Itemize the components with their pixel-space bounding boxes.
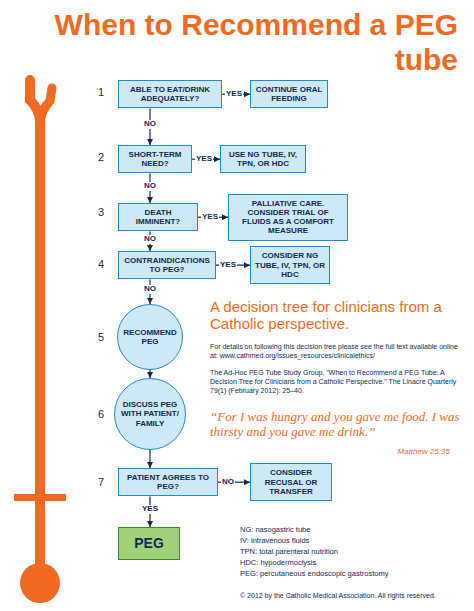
step-number: 2 — [98, 151, 104, 164]
flow-arrow — [149, 370, 150, 378]
note-text: IV: intravenous fluids — [240, 536, 465, 545]
edge-label: YES — [219, 261, 237, 270]
note-text: TPN: total parenteral nutrition — [240, 547, 465, 556]
decision-box: PATIENT AGREES TO PEG? — [118, 468, 218, 496]
node-text: CONSIDER NG TUBE, IV, TPN, OR HDC — [254, 251, 326, 279]
node-text: CONTRAINDICATIONS TO PEG? — [122, 256, 212, 274]
outcome-box: CONTINUE ORAL FEEDING — [250, 80, 328, 108]
note-text: © 2012 by the Catholic Medical Associati… — [240, 592, 470, 600]
node-text: CONTINUE ORAL FEEDING — [254, 85, 324, 103]
edge-label: NO — [143, 120, 157, 129]
decision-box: CONTRAINDICATIONS TO PEG? — [118, 251, 216, 279]
node-text: SHORT-TERM NEED? — [122, 150, 188, 168]
flow-arrow — [149, 450, 150, 468]
node-text: ABLE TO EAT/DRINK ADEQUATELY? — [122, 85, 218, 103]
edge-label: YES — [201, 213, 219, 222]
node-text: PATIENT AGREES TO PEG? — [122, 473, 214, 491]
edge-label: NO — [143, 182, 157, 191]
edge-label: NO — [143, 285, 157, 294]
note-text: A decision tree for clinicians from a Ca… — [210, 298, 460, 333]
outcome-box: PALLIATIVE CARE. CONSIDER TRIAL OF FLUID… — [228, 194, 348, 241]
outcome-box: CONSIDER NG TUBE, IV, TPN, OR HDC — [250, 246, 330, 284]
step-number: 5 — [98, 331, 104, 344]
tube-shaft — [35, 120, 45, 580]
step-number: 4 — [98, 258, 104, 271]
step-number: 6 — [98, 408, 104, 421]
step-number: 3 — [98, 206, 104, 219]
decision-box: DEATH IMMINENT? — [118, 203, 198, 231]
step-number: 1 — [98, 86, 104, 99]
edge-label: YES — [141, 505, 159, 514]
result-box: PEG — [118, 527, 180, 560]
edge-label: NO — [221, 478, 235, 487]
node-text: CONSIDER RECUSAL OR TRANSFER — [254, 468, 328, 496]
note-text: HDC: hypodermoclysis — [240, 558, 465, 567]
node-text: DISCUSS PEG WITH PATIENT/ FAMILY — [121, 400, 179, 428]
edge-label: YES — [225, 90, 243, 99]
decision-box: SHORT-TERM NEED? — [118, 145, 192, 173]
node-text: PALLIATIVE CARE. CONSIDER TRIAL OF FLUID… — [232, 199, 344, 236]
note-text: “For I was hungry and you gave me food. … — [210, 410, 465, 440]
node-text: RECOMMEND PEG — [123, 328, 176, 346]
outcome-box: CONSIDER RECUSAL OR TRANSFER — [250, 463, 332, 501]
step-circle: DISCUSS PEG WITH PATIENT/ FAMILY — [114, 378, 186, 450]
edge-label: YES — [195, 155, 213, 164]
note-text: PEG: percutaneous endoscopic gastrostomy — [240, 569, 465, 578]
note-text: The Ad-Hoc PEG Tube Study Group. "When t… — [210, 368, 465, 395]
note-text: For details on following this decision t… — [210, 342, 465, 360]
node-text: PEG — [134, 535, 164, 551]
edge-label: NO — [143, 235, 157, 244]
tube-bumper — [14, 494, 66, 501]
step-circle: RECOMMEND PEG — [117, 304, 183, 370]
title: When to Recommend a PEG tube — [18, 8, 458, 77]
tube-balloon — [20, 563, 60, 603]
outcome-box: USE NG TUBE, IV, TPN, OR HDC — [220, 145, 306, 173]
tube-port-right — [40, 88, 52, 124]
note-text: NG: nasogastric tube — [240, 525, 465, 534]
node-text: DEATH IMMINENT? — [122, 208, 194, 226]
node-text: USE NG TUBE, IV, TPN, OR HDC — [224, 150, 302, 168]
step-number: 7 — [98, 476, 104, 489]
note-text: Matthew 25:35 — [300, 447, 450, 457]
decision-box: ABLE TO EAT/DRINK ADEQUATELY? — [118, 80, 222, 108]
